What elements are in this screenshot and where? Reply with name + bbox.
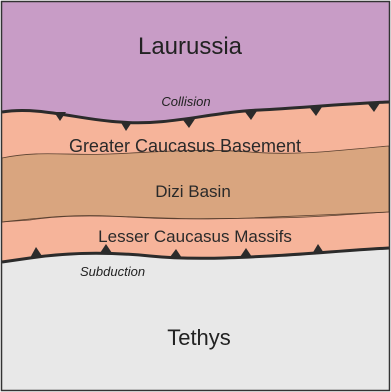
laurussia-label: Laurussia	[138, 33, 243, 60]
dizi-basin-label: Dizi Basin	[155, 182, 231, 201]
lesser-caucasus-label: Lesser Caucasus Massifs	[98, 227, 292, 246]
tethys-label: Tethys	[167, 325, 231, 350]
subduction-label: Subduction	[80, 264, 145, 279]
greater-caucasus-label: Greater Caucasus Basement	[69, 136, 301, 156]
collision-label: Collision	[161, 94, 210, 109]
